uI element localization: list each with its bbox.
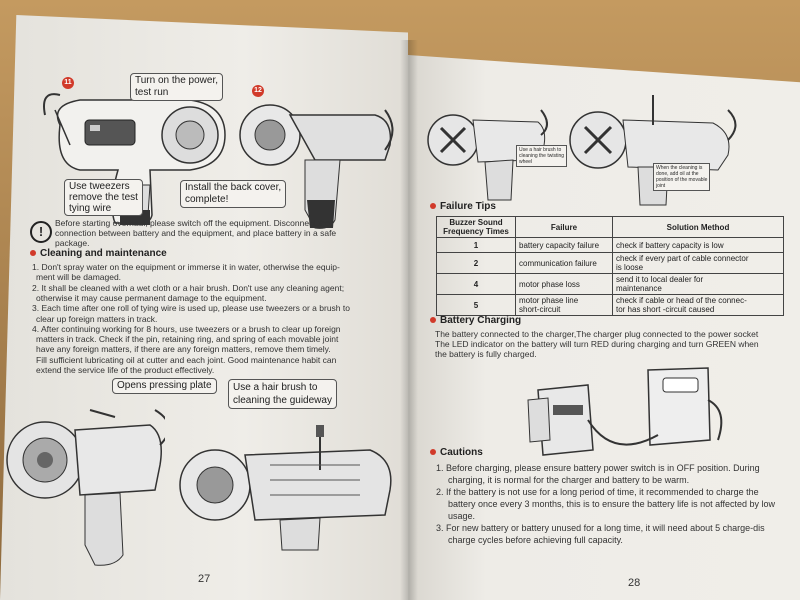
cleaning-line: 1. Don't spray water on the equipment or… — [32, 262, 340, 272]
cleaning-line: Fill sufficient lubricating oil at cutte… — [36, 354, 337, 365]
table-cell: 2 — [436, 252, 516, 274]
table-cell: communication failure — [515, 252, 613, 274]
battery-line-3: the battery is fully charged. — [435, 349, 537, 359]
bullet-dot — [30, 250, 36, 257]
warning-line-1: Before starting overhaul, please switch … — [55, 218, 330, 228]
tying-tool-test-run-illustration — [43, 93, 226, 225]
cleaning-line: ment will be damaged. — [36, 272, 122, 283]
table-cell: battery capacity failure — [515, 237, 613, 253]
callout-hair-brush-wheel: Use a hair brush to cleaning the twistin… — [516, 145, 568, 167]
battery-line-2: The LED indicator on the battery will tu… — [435, 339, 759, 349]
cleaning-line: 3. Each time after one roll of tying wir… — [32, 303, 350, 314]
failure-tips-title: Failure Tips — [440, 201, 496, 212]
right-page: Use a hair brush to cleaning the twistin… — [408, 55, 800, 600]
left-page: 11 12 Turn on the power, test run Use tw… — [0, 15, 408, 600]
cautions-heading: Cautions — [430, 447, 483, 458]
caution-line: 3. For new battery or battery unused for… — [436, 523, 765, 533]
bullet-dot — [430, 317, 436, 324]
caution-line: usage. — [448, 511, 476, 521]
cleaning-heading: Cleaning and maintenance — [30, 248, 167, 259]
table-header: Buzzer Sound Frequency Times — [436, 216, 516, 238]
caution-line: 1. Before charging, please ensure batter… — [436, 463, 760, 473]
warning-line-3: package. — [55, 238, 90, 248]
battery-charging-heading: Battery Charging — [430, 315, 521, 326]
book-gutter-shadow — [400, 40, 418, 600]
callout-use-tweezers: Use tweezers remove the test tying wire — [64, 179, 143, 216]
battery-charger-illustration — [527, 367, 723, 456]
table-header: Solution Method — [612, 216, 784, 238]
tying-tool-guideway-illustration — [179, 425, 392, 551]
battery-charging-title: Battery Charging — [440, 315, 522, 326]
cleaning-title: Cleaning and maintenance — [40, 248, 167, 259]
table-cell: send it to local dealer for maintenance — [612, 273, 784, 295]
cleaning-line: clear up foreign matters in track. — [36, 313, 158, 324]
failure-table: Buzzer Sound Frequency Times Failure Sol… — [436, 216, 784, 316]
table-cell: check if battery capacity is low — [612, 237, 784, 253]
cleaning-line: matters in track. Check if the pin, reta… — [36, 334, 339, 345]
callout-install-back-cover: Install the back cover, complete! — [180, 180, 287, 208]
caution-line: charge cycles before achieving full capa… — [448, 535, 623, 545]
cautions-title: Cautions — [440, 447, 483, 458]
table-cell: 4 — [436, 273, 516, 295]
caution-line: charging, it is normal for the charger a… — [448, 475, 690, 485]
bullet-dot — [430, 449, 436, 456]
tying-tool-oil-joint-illustration — [569, 95, 737, 206]
callout-cleaning-done-oil: When the cleaning is done, add oil at th… — [653, 163, 711, 191]
cleaning-line: 2. It shall be cleaned with a wet cloth … — [32, 282, 345, 293]
tying-tool-back-cover-illustration — [239, 104, 394, 229]
table-cell: motor phase loss — [515, 273, 613, 295]
cleaning-line: 4. After continuing working for 8 hours,… — [32, 323, 341, 334]
table-cell: motor phase line short-circuit — [515, 294, 613, 316]
bullet-dot — [430, 203, 436, 210]
table-header: Failure — [515, 216, 613, 238]
step-badge-12: 12 — [252, 85, 264, 97]
caution-line: 2. If the battery is not use for a long … — [436, 487, 759, 497]
callout-opens-pressing-plate: Opens pressing plate — [112, 378, 217, 394]
cleaning-line: have any foreign matters, if there are a… — [36, 344, 331, 355]
page-number-right: 28 — [628, 577, 641, 589]
caution-line: battery once every 3 months, this is to … — [448, 499, 776, 509]
callout-hair-brush-guideway: Use a hair brush to cleaning the guidewa… — [228, 379, 337, 409]
cleaning-line: extend the service life of the product e… — [36, 365, 215, 375]
battery-line-1: The battery connected to the charger,The… — [435, 329, 759, 339]
table-cell: 1 — [436, 237, 516, 253]
callout-turn-on-power: Turn on the power, test run — [130, 73, 224, 101]
step-badge-11: 11 — [62, 77, 74, 89]
tying-tool-pressing-plate-illustration — [6, 409, 165, 566]
cleaning-line: otherwise it may cause permanent damage … — [36, 292, 267, 303]
failure-tips-heading: Failure Tips — [430, 201, 496, 212]
warning-line-2: connection between battery and the equip… — [55, 228, 337, 238]
table-cell: check if cable or head of the connec- to… — [612, 294, 784, 316]
page-number-left: 27 — [198, 573, 211, 585]
table-cell: check if every part of cable connector i… — [612, 252, 784, 274]
warning-icon: ! — [30, 221, 52, 243]
table-cell: 5 — [436, 294, 516, 316]
